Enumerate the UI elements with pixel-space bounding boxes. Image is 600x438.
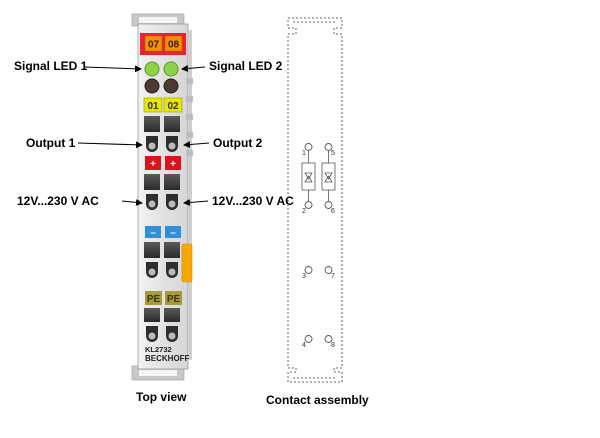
pin-label-1: 1 — [302, 150, 306, 157]
arrow-voltage-left — [121, 198, 143, 206]
pe-left-label: PE — [147, 294, 161, 305]
callout-signal-led-2: Signal LED 2 — [209, 59, 283, 73]
pin-6 — [324, 201, 333, 209]
pin-labels: 1 5 2 6 3 7 4 8 — [302, 150, 335, 349]
channel-tag-02 — [163, 97, 183, 113]
terminal-row-1 — [144, 116, 180, 152]
plus-marker-left — [145, 156, 161, 170]
channel-tag-01 — [143, 97, 163, 113]
minus-marker-left — [145, 226, 161, 238]
contact-pins — [304, 143, 333, 343]
arrow-output-2 — [183, 141, 210, 149]
pe-right-label: PE — [167, 294, 181, 305]
brand-label: BECKHOFF — [145, 354, 190, 363]
callout-output-1: Output 1 — [26, 136, 76, 150]
arrow-voltage-right — [183, 199, 209, 206]
caption-contact-assembly: Contact assembly — [266, 393, 369, 407]
minus-left-label: – — [150, 228, 156, 239]
pin-1 — [304, 143, 313, 151]
signal-led-2 — [163, 61, 179, 77]
contact-relays — [301, 151, 336, 201]
tag-08 — [164, 35, 183, 52]
tag-07-label: 07 — [148, 40, 160, 51]
pin-2 — [304, 201, 313, 209]
pin-label-3: 3 — [302, 273, 306, 280]
pin-label-8: 8 — [331, 342, 335, 349]
pin-5 — [324, 143, 333, 151]
pin-4 — [304, 335, 313, 343]
pe-marker-left — [145, 291, 162, 305]
callout-voltage-left: 12V...230 V AC — [17, 194, 99, 208]
arrow-output-1 — [77, 141, 143, 149]
arrow-signal-led-2 — [181, 64, 206, 72]
plus-right-label: + — [170, 159, 176, 170]
pin-label-2: 2 — [302, 208, 306, 215]
callouts: Signal LED 1 Signal LED 2 Output 1 Outpu… — [14, 59, 294, 208]
channel-tag-02-label: 02 — [167, 101, 179, 112]
minus-marker-right — [165, 226, 181, 238]
caption-top-view: Top view — [136, 390, 187, 404]
callout-signal-led-1: Signal LED 1 — [14, 59, 88, 73]
pe-marker-right — [165, 291, 182, 305]
led-4 — [163, 78, 179, 94]
callout-voltage-right: 12V...230 V AC — [212, 194, 294, 208]
terminal-row-3 — [144, 242, 180, 278]
contact-assembly — [287, 17, 343, 383]
tag-08-label: 08 — [168, 40, 180, 51]
plus-marker-right — [165, 156, 181, 170]
pin-7 — [324, 266, 333, 274]
pin-label-4: 4 — [302, 342, 306, 349]
plus-left-label: + — [150, 159, 156, 170]
pin-label-6: 6 — [331, 208, 335, 215]
pin-label-7: 7 — [331, 273, 335, 280]
tag-07 — [144, 35, 163, 52]
arrow-signal-led-1 — [83, 65, 142, 73]
terminal-row-2 — [144, 174, 180, 210]
callout-output-2: Output 2 — [213, 136, 263, 150]
pin-8 — [324, 335, 333, 343]
minus-right-label: – — [170, 228, 176, 239]
signal-led-1 — [144, 61, 160, 77]
contact-outline — [287, 17, 343, 383]
led-3 — [144, 78, 160, 94]
channel-tag-01-label: 01 — [147, 101, 159, 112]
side-orange-tab — [181, 243, 193, 283]
terminal-row-4 — [144, 308, 180, 342]
pin-3 — [304, 266, 313, 274]
pin-label-5: 5 — [331, 150, 335, 157]
terminal-top-view: 07 08 01 02 + + — [131, 13, 193, 381]
model-label: KL2732 — [145, 345, 172, 354]
